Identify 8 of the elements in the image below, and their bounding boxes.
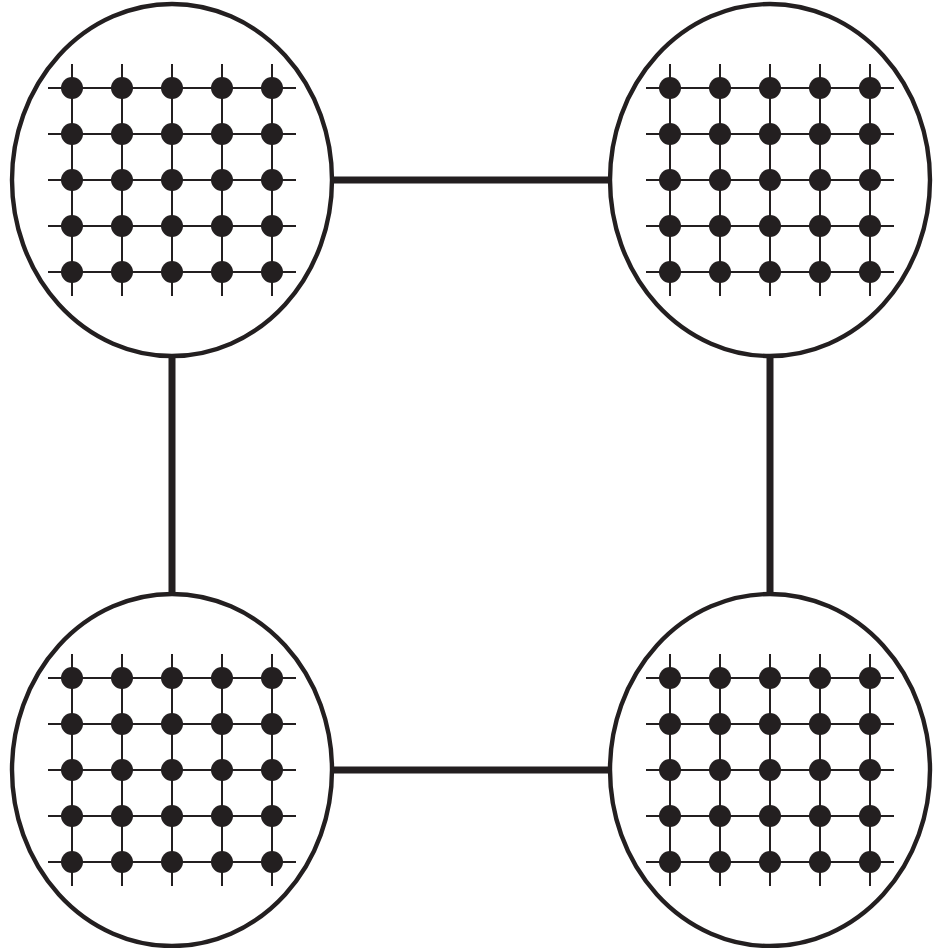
connector-line bbox=[332, 766, 610, 774]
circle-node bbox=[607, 1, 933, 359]
connector-line bbox=[766, 356, 774, 594]
connector-line bbox=[168, 356, 176, 594]
circle-node bbox=[607, 591, 933, 948]
circle-node bbox=[9, 1, 335, 359]
circle-node bbox=[9, 591, 335, 948]
connector-line bbox=[332, 176, 610, 184]
